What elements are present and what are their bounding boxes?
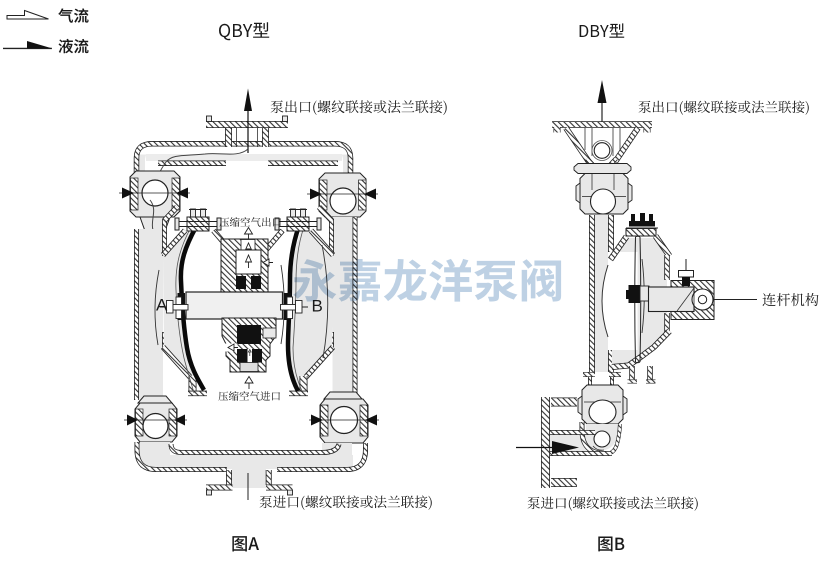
svg-text:A: A	[156, 296, 168, 315]
svg-text:B: B	[312, 297, 323, 316]
